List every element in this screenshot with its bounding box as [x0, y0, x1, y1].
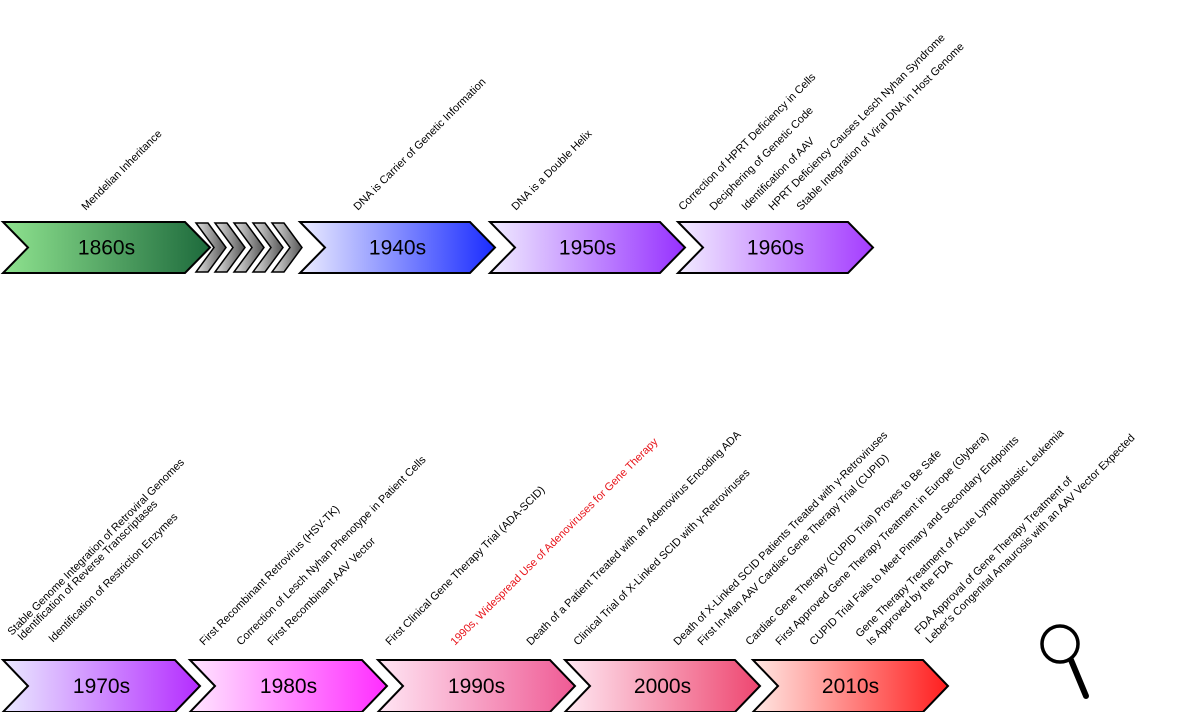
- decade-chevron: [562, 659, 762, 712]
- decade-chevron: [487, 221, 687, 274]
- decade-arrow-2000s: 2000s: [562, 659, 762, 712]
- decade-chevron: [187, 659, 389, 712]
- decade-label: 1970s: [73, 675, 130, 698]
- decade-label: 1940s: [369, 237, 426, 260]
- decade-arrow-1940s: 1940s: [297, 221, 497, 274]
- decade-arrow-1970s: 1970s: [0, 659, 202, 712]
- decade-arrow-1990s: 1990s: [375, 659, 577, 712]
- decade-chevron: [375, 659, 577, 712]
- decade-label: 1980s: [260, 675, 317, 698]
- decade-label: 1860s: [78, 237, 135, 260]
- decade-arrow-1960s: 1960s: [675, 221, 875, 274]
- decade-label: 2010s: [822, 675, 879, 698]
- decade-arrow-2010s: 2010s: [750, 659, 950, 712]
- skip-chevron: [194, 222, 227, 273]
- skipped-years-chevrons: [194, 222, 303, 273]
- decade-label: 1950s: [559, 237, 616, 260]
- decade-label: 1990s: [448, 675, 505, 698]
- decade-label: 1960s: [747, 237, 804, 260]
- magnifying-glass-icon[interactable]: [1040, 624, 1089, 699]
- skip-chevron: [270, 222, 303, 273]
- decade-chevron: [0, 659, 202, 712]
- decade-chevron: [750, 659, 950, 712]
- decade-chevron: [675, 221, 875, 274]
- decade-chevron: [297, 221, 497, 274]
- decade-arrow-1980s: 1980s: [187, 659, 389, 712]
- skip-chevron: [213, 222, 246, 273]
- decade-arrow-1950s: 1950s: [487, 221, 687, 274]
- skip-chevron: [232, 222, 265, 273]
- decade-arrow-1860s: 1860s: [0, 221, 212, 274]
- decade-label: 2000s: [634, 675, 691, 698]
- decade-chevron: [0, 221, 212, 274]
- skip-chevron: [251, 222, 284, 273]
